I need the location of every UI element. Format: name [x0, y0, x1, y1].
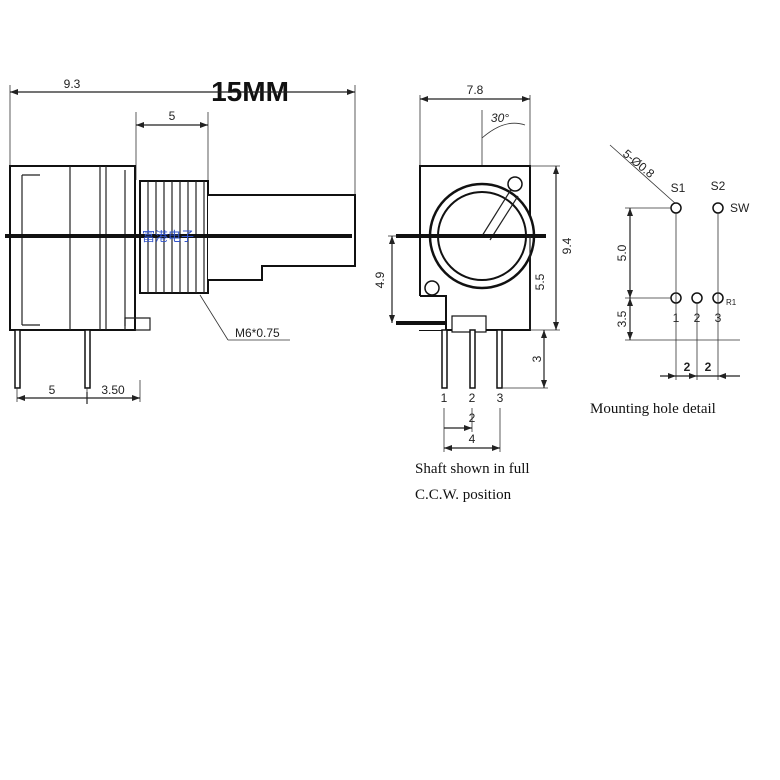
- s1-label: S1: [671, 181, 686, 195]
- pin-label-1: 1: [441, 391, 448, 405]
- dim-pitch-a: 2: [684, 360, 691, 374]
- dim-bushing-length: 5: [169, 109, 176, 123]
- mounting-caption: Mounting hole detail: [590, 401, 716, 417]
- thread-spec-label: M6*0.75: [235, 326, 280, 340]
- front-caption-line1: Shaft shown in full: [415, 461, 530, 477]
- dim-left-height: 4.9: [373, 271, 387, 288]
- watermark-text: 富港电子: [142, 229, 194, 244]
- mount-pin-3: 3: [715, 311, 722, 325]
- dim-pin-left: 5: [49, 383, 56, 397]
- front-caption-line2: C.C.W. position: [415, 487, 512, 503]
- dim-total-height: 9.4: [560, 237, 574, 254]
- dim-pin-span: 4: [469, 432, 476, 446]
- pin-label-3: 3: [497, 391, 504, 405]
- dim-center-height: 5.5: [533, 273, 547, 290]
- dim-pin-length: 3: [530, 355, 544, 362]
- dim-pin-pitch: 2: [469, 411, 476, 425]
- mounting-hole-detail: 5-Ø0.8 S1 S2 SW 5.0 3.5 1 2 3 R1: [590, 144, 750, 417]
- hole-spec-label: 5-Ø0.8: [620, 147, 657, 182]
- mount-pin-2: 2: [694, 311, 701, 325]
- pin-label-2: 2: [469, 391, 476, 405]
- dim-vertical-upper: 5.0: [615, 244, 629, 261]
- dim-front-width: 7.8: [467, 83, 484, 97]
- mount-pin-1: 1: [673, 311, 680, 325]
- r1-label: R1: [726, 298, 737, 307]
- dim-pitch-b: 2: [705, 360, 712, 374]
- side-view: 9.3 5: [5, 77, 356, 404]
- dim-pin-right: 3.50: [101, 383, 125, 397]
- dim-angle: 30°: [491, 111, 509, 125]
- dim-vertical-lower: 3.5: [615, 310, 629, 327]
- front-view: 7.8 30° 9.4 5.5: [373, 83, 574, 503]
- dim-overall-length: 9.3: [64, 77, 81, 91]
- sw-label: SW: [730, 201, 750, 215]
- s2-label: S2: [711, 179, 726, 193]
